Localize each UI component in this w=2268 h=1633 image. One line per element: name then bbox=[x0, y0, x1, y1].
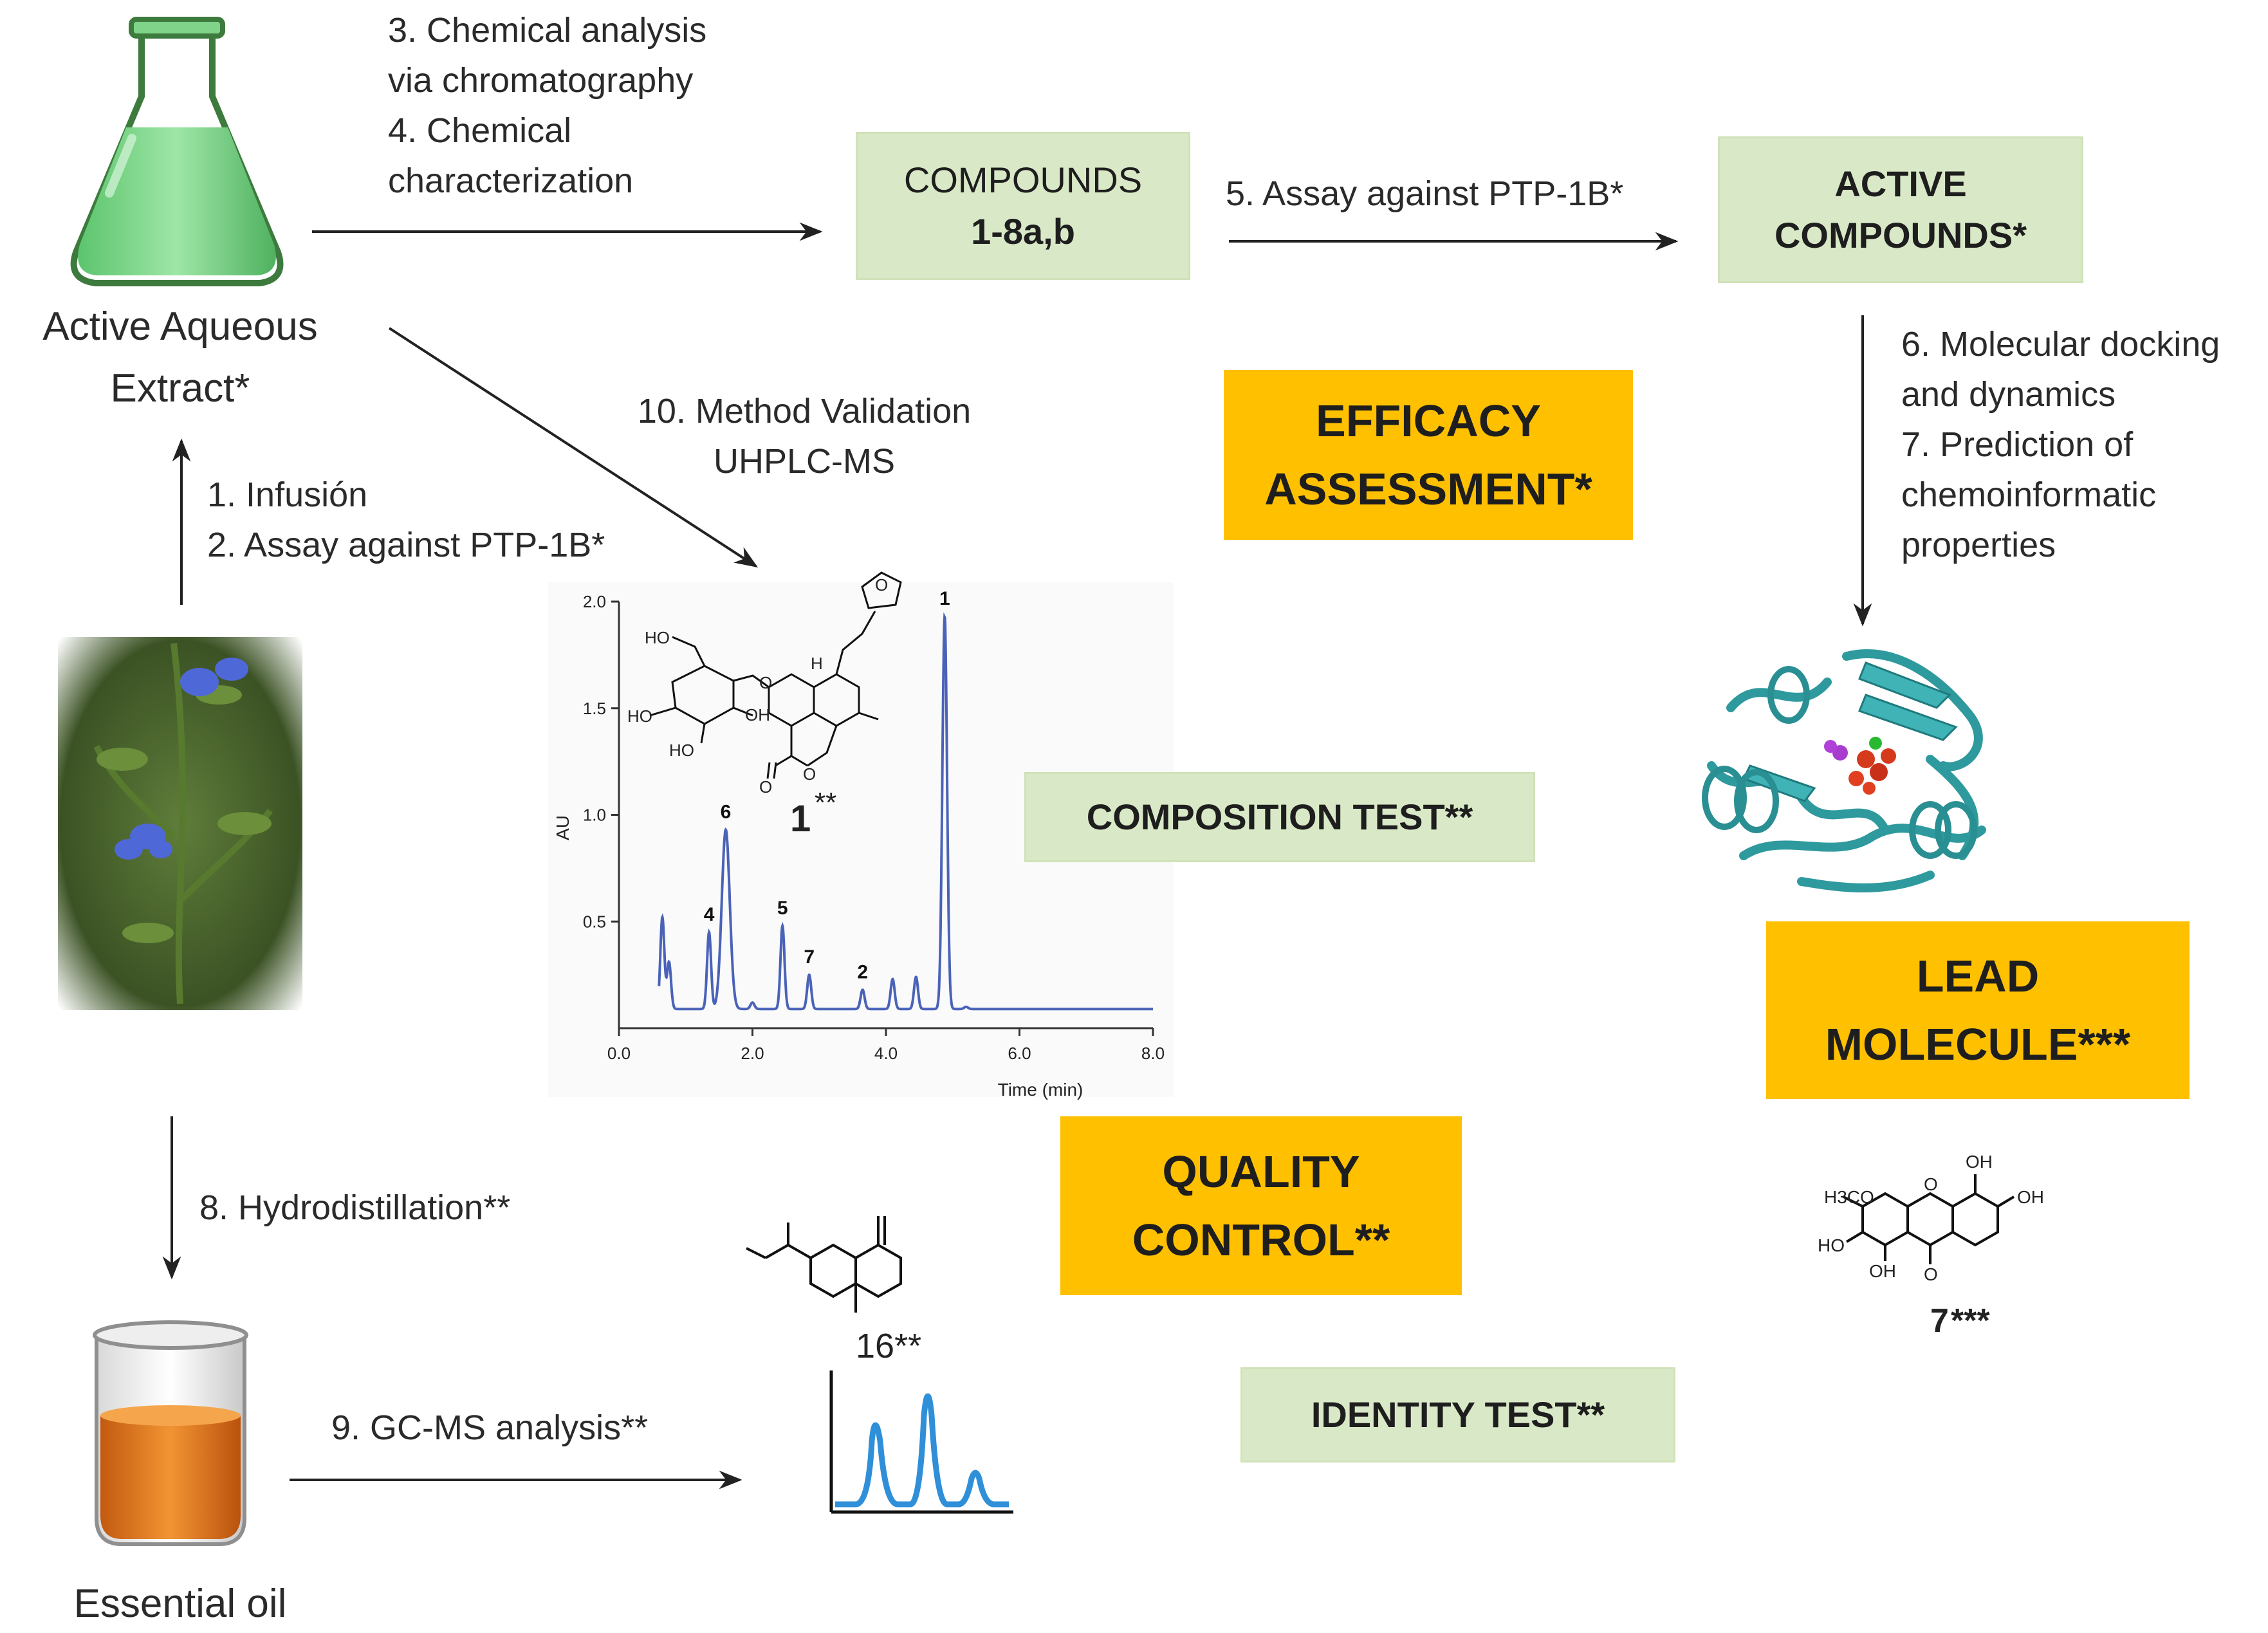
x-axis-label: Time (min) bbox=[998, 1080, 1083, 1100]
svg-text:HO: HO bbox=[627, 706, 652, 726]
compound-1-structure bbox=[649, 571, 902, 779]
svg-text:H3CO: H3CO bbox=[1824, 1187, 1874, 1207]
y-tick-label: 1.5 bbox=[583, 699, 606, 718]
peak-label: 4 bbox=[704, 904, 715, 925]
svg-text:HO: HO bbox=[1818, 1235, 1845, 1255]
composition-test-box: COMPOSITION TEST** bbox=[1024, 772, 1535, 862]
step-5-label: 5. Assay against PTP-1B* bbox=[1226, 174, 1624, 213]
svg-text:O: O bbox=[1924, 1264, 1938, 1284]
lead-molecule-box: LEAD MOLECULE*** bbox=[1766, 921, 2190, 1099]
step-3-4-label: 3. Chemical analysis via chromatography … bbox=[388, 11, 707, 200]
peak-label: 7 bbox=[804, 946, 815, 968]
compound-1-stars: ** bbox=[815, 787, 836, 818]
y-axis-label: AU bbox=[553, 815, 573, 840]
svg-text:O: O bbox=[759, 673, 772, 692]
svg-text:O: O bbox=[1924, 1174, 1938, 1194]
svg-text:OH: OH bbox=[745, 705, 770, 724]
compounds-box: COMPOUNDS 1-8a,b bbox=[856, 132, 1190, 280]
x-tick-label: 6.0 bbox=[1008, 1044, 1031, 1063]
identity-test-box: IDENTITY TEST** bbox=[1240, 1367, 1675, 1462]
svg-text:O: O bbox=[875, 575, 888, 595]
compound-7-structure bbox=[1843, 1174, 2015, 1264]
step-8-label: 8. Hydrodistillation** bbox=[199, 1188, 511, 1227]
quality-control-box: QUALITY CONTROL** bbox=[1060, 1116, 1462, 1295]
svg-text:OH: OH bbox=[1869, 1261, 1896, 1281]
step-1-2-label: 1. Infusión 2. Assay against PTP-1B* bbox=[207, 475, 605, 564]
x-tick-label: 4.0 bbox=[874, 1044, 898, 1063]
x-tick-label: 0.0 bbox=[607, 1044, 631, 1063]
compound-1-atom-labels: HO HO HO OH O O O O H bbox=[627, 575, 888, 797]
svg-text:HO: HO bbox=[669, 741, 694, 760]
peak-label: 5 bbox=[777, 898, 788, 919]
step-6-7-label: 6. Molecular docking and dynamics 7. Pre… bbox=[1901, 325, 2220, 564]
uhplc-trace bbox=[658, 612, 1153, 1011]
extract-label: Active Aqueous Extract* bbox=[42, 304, 318, 411]
svg-text:O: O bbox=[803, 764, 816, 784]
step-9-label: 9. GC-MS analysis** bbox=[331, 1408, 649, 1447]
compound-1-number: 1 bbox=[790, 798, 811, 840]
flask-icon bbox=[70, 17, 284, 286]
y-tick-label: 1.0 bbox=[583, 806, 606, 825]
essential-oil-label: Essential oil bbox=[73, 1582, 287, 1626]
peak-label: 1 bbox=[939, 588, 950, 609]
protein-ptp1b-structure bbox=[1702, 649, 1986, 892]
svg-text:HO: HO bbox=[645, 628, 670, 647]
arrow-extract-to-chromatogram bbox=[388, 327, 759, 567]
salvia-plant-photo bbox=[58, 637, 302, 1010]
gc-ms-chromatogram bbox=[829, 1370, 1013, 1514]
efficacy-assessment-box: EFFICACY ASSESSMENT* bbox=[1224, 370, 1633, 540]
compound-7-stars: *** bbox=[1951, 1302, 1990, 1340]
y-tick-label: 2.0 bbox=[583, 592, 606, 611]
step-10-label: 10. Method Validation UHPLC-MS bbox=[637, 392, 972, 481]
svg-text:O: O bbox=[759, 777, 772, 797]
y-tick-label: 0.5 bbox=[583, 912, 606, 931]
x-tick-label: 8.0 bbox=[1141, 1044, 1165, 1063]
compound-7-atom-labels: H3CO OH OH HO OH O O bbox=[1818, 1152, 2044, 1284]
x-tick-label: 2.0 bbox=[741, 1044, 764, 1063]
peak-label: 6 bbox=[721, 802, 732, 823]
active-compounds-box: ACTIVE COMPOUNDS* bbox=[1718, 136, 2083, 283]
compound-16-label: 16** bbox=[856, 1327, 921, 1365]
svg-text:OH: OH bbox=[1966, 1152, 1993, 1172]
compound-16-structure bbox=[746, 1216, 902, 1313]
compound-7-number: 7 bbox=[1930, 1302, 1949, 1340]
svg-text:H: H bbox=[811, 654, 823, 673]
beaker-icon bbox=[93, 1320, 248, 1546]
svg-text:OH: OH bbox=[2017, 1187, 2044, 1207]
peak-label: 2 bbox=[857, 961, 868, 983]
